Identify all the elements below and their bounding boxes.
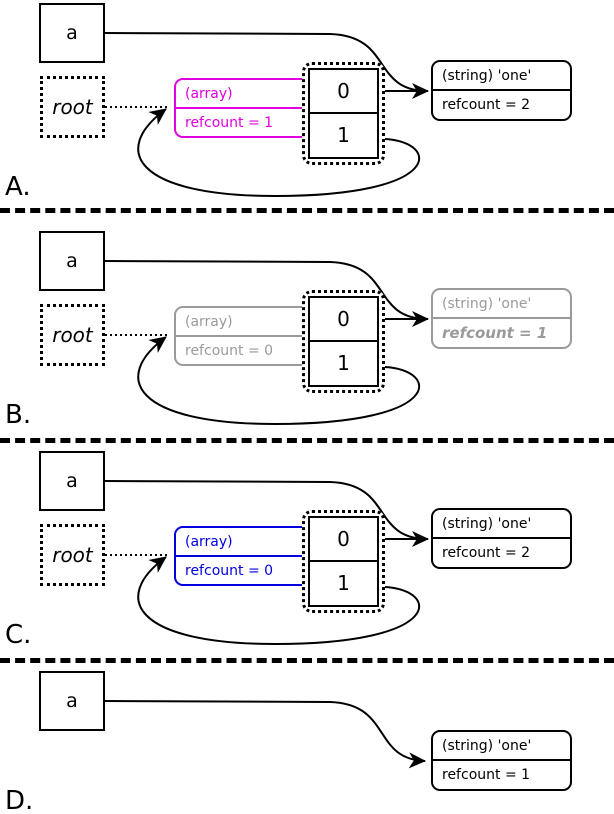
array-cells-a[interactable]: 0 1 [302,62,385,165]
root-label: root [52,543,93,567]
panel-label-b: B. [5,400,32,430]
root-label: root [52,95,93,119]
array-cell-1[interactable]: 1 [337,351,350,376]
array-zval-a[interactable]: (array) refcount = 1 [174,78,311,138]
array-refcount-label: refcount = 0 [185,563,274,579]
array-cell-1[interactable]: 1 [337,571,350,596]
array-cell-0[interactable]: 0 [310,518,377,562]
string-refcount-label: refcount = 2 [442,97,531,113]
array-cells-c[interactable]: 0 1 [302,510,385,613]
array-zval-b[interactable]: (array) refcount = 0 [174,306,311,366]
panel-label-c: C. [5,620,32,650]
string-zval-d[interactable]: (string) 'one' refcount = 1 [431,730,572,791]
root-box-c[interactable]: root [40,524,105,586]
array-refcount-label: refcount = 0 [185,343,274,359]
string-refcount-label: refcount = 2 [442,545,531,561]
variable-box-a[interactable]: a [39,3,105,63]
variable-label: a [66,470,78,492]
panel-a: a root (array) refcount = 1 0 1 (string)… [0,0,614,208]
variable-box-c[interactable]: a [39,451,105,511]
panel-label-a: A. [5,172,31,202]
variable-box-b[interactable]: a [39,231,105,291]
array-cell-1[interactable]: 1 [337,123,350,148]
separator-c-d [0,658,614,663]
variable-label: a [66,22,78,44]
string-type-label: (string) 'one' [433,732,570,761]
string-zval-b[interactable]: (string) 'one' refcount = 1 [431,288,572,349]
string-refcount-label: refcount = 1 [442,767,531,783]
variable-label: a [66,690,78,712]
variable-label: a [66,250,78,272]
string-refcount-label: refcount = 1 [442,324,548,342]
root-box-b[interactable]: root [40,304,105,366]
separator-a-b [0,208,614,213]
string-type-label: (string) 'one' [433,510,570,539]
string-type-label: (string) 'one' [433,62,570,91]
array-zval-c[interactable]: (array) refcount = 0 [174,526,311,586]
separator-b-c [0,438,614,443]
array-type-label: (array) [176,308,309,337]
array-refcount-label: refcount = 1 [185,115,274,131]
panel-b: a root (array) refcount = 0 0 1 (string)… [0,228,614,436]
string-zval-a[interactable]: (string) 'one' refcount = 2 [431,60,572,121]
array-type-label: (array) [176,80,309,109]
array-type-label: (array) [176,528,309,557]
string-zval-c[interactable]: (string) 'one' refcount = 2 [431,508,572,569]
array-cell-0[interactable]: 0 [310,298,377,342]
string-type-label: (string) 'one' [433,290,570,319]
root-label: root [52,323,93,347]
panel-d: a (string) 'one' refcount = 1 D. [0,668,614,814]
array-cell-0[interactable]: 0 [310,70,377,114]
array-cells-b[interactable]: 0 1 [302,290,385,393]
root-box-a[interactable]: root [40,76,105,138]
panel-label-d: D. [5,786,34,814]
variable-box-d[interactable]: a [39,671,105,731]
panel-c: a root (array) refcount = 0 0 1 (string)… [0,448,614,656]
